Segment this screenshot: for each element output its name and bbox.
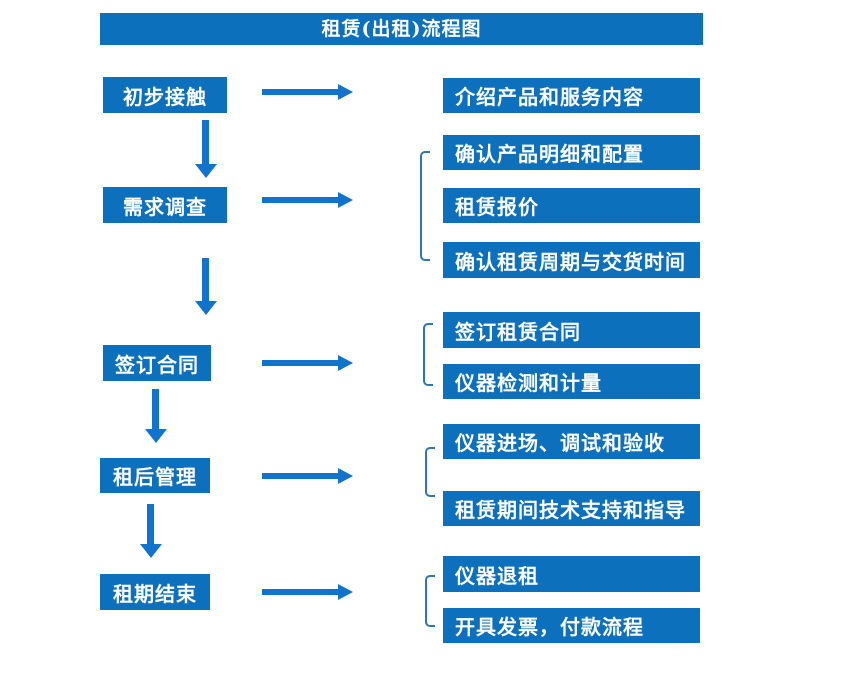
- page-title: 租赁(出租)流程图: [100, 13, 703, 45]
- arrow-shaft: [262, 197, 339, 203]
- group-bracket-icon: [420, 151, 430, 261]
- step-post-rental-management: 租后管理: [100, 458, 210, 493]
- right-arrow-icon: [262, 584, 353, 600]
- arrow-head: [338, 584, 353, 600]
- arrow-head: [195, 164, 217, 178]
- down-arrow-icon: [195, 258, 217, 315]
- arrow-head: [338, 355, 353, 371]
- right-arrow-icon: [262, 355, 353, 371]
- group-bracket-icon: [425, 447, 435, 497]
- step-lease-end: 租期结束: [100, 574, 210, 610]
- down-arrow-icon: [145, 389, 167, 443]
- step-initial-contact: 初步接触: [103, 77, 227, 113]
- arrow-shaft: [152, 389, 159, 431]
- group-bracket-icon: [425, 575, 435, 627]
- down-arrow-icon: [195, 120, 217, 178]
- detail-confirm-product-details-config: 确认产品明细和配置: [443, 135, 700, 170]
- arrow-head: [140, 544, 162, 558]
- step-sign-contract: 签订合同: [103, 345, 211, 381]
- right-arrow-icon: [262, 192, 353, 208]
- arrow-head: [338, 84, 353, 100]
- detail-invoice-payment: 开具发票，付款流程: [443, 608, 700, 643]
- arrow-shaft: [262, 473, 339, 479]
- down-arrow-icon: [140, 504, 162, 558]
- detail-instrument-testing-metering: 仪器检测和计量: [443, 364, 700, 399]
- detail-rental-quote: 租赁报价: [443, 188, 700, 223]
- step-demand-survey: 需求调查: [103, 187, 227, 223]
- arrow-head: [145, 429, 167, 443]
- arrow-shaft: [262, 89, 339, 95]
- arrow-shaft: [262, 589, 339, 595]
- arrow-shaft: [147, 504, 154, 546]
- arrow-shaft: [202, 120, 209, 166]
- right-arrow-icon: [262, 468, 353, 484]
- arrow-head: [195, 301, 217, 315]
- detail-instrument-setup-acceptance: 仪器进场、调试和验收: [443, 424, 700, 459]
- detail-rental-tech-support: 租赁期间技术支持和指导: [443, 491, 700, 526]
- detail-instrument-return: 仪器退租: [443, 556, 700, 592]
- right-arrow-icon: [262, 84, 353, 100]
- arrow-head: [338, 192, 353, 208]
- arrow-head: [338, 468, 353, 484]
- arrow-shaft: [202, 258, 209, 303]
- detail-introduce-products-services: 介绍产品和服务内容: [443, 78, 700, 113]
- detail-confirm-period-delivery: 确认租赁周期与交货时间: [443, 242, 700, 278]
- group-bracket-icon: [423, 323, 433, 386]
- arrow-shaft: [262, 360, 339, 366]
- detail-sign-rental-contract: 签订租赁合同: [443, 312, 700, 348]
